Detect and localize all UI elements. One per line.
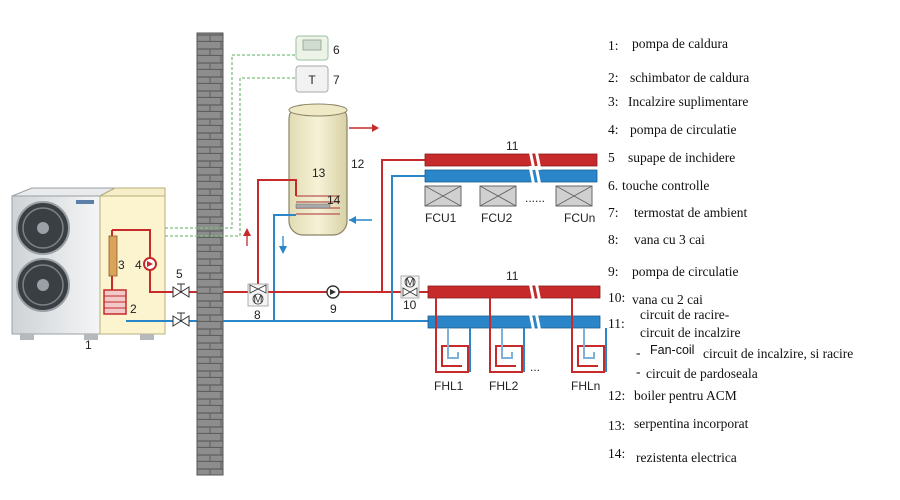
legend-num: 1: (608, 38, 619, 53)
three-way-valve: M (247, 283, 269, 307)
legend-text: vana cu 2 cai (632, 292, 703, 307)
backup-heater (108, 235, 118, 277)
legend-text: circuit de racire- (640, 307, 730, 322)
label-14: 14 (327, 193, 341, 207)
legend-num: 13: (608, 418, 626, 433)
legend-num: - (636, 345, 641, 360)
legend-num: 10: (608, 290, 626, 305)
label-10: 10 (403, 298, 417, 312)
label-9: 9 (330, 302, 337, 316)
lower-manifold (427, 281, 601, 333)
label-8: 8 (254, 308, 261, 322)
legend-num: 8: (608, 232, 619, 247)
legend-text: circuit de incalzire (640, 325, 741, 340)
legend-text: circuit de incalzire, si racire (703, 346, 854, 361)
legend-text: touche controlle (622, 178, 710, 193)
fhl-label-dots: ... (530, 360, 540, 374)
shutoff-valve-return (172, 312, 190, 327)
two-way-valve: M (400, 275, 420, 299)
legend-num: 9: (608, 264, 619, 279)
label-5: 5 (176, 267, 183, 281)
legend-num: 2: (608, 70, 619, 85)
label-1: 1 (85, 338, 92, 352)
label-7: 7 (333, 73, 340, 87)
control-wiring (165, 54, 296, 237)
legend-text: pompa de caldura (632, 36, 728, 51)
legend-text: supape de inchidere (628, 150, 736, 165)
fan-coil-units (424, 185, 593, 207)
label-2: 2 (130, 302, 137, 316)
thermostat-letter: T (308, 73, 316, 87)
fcu-label-dots: ...... (525, 191, 545, 205)
legend-num: 3: (608, 94, 619, 109)
fcu-label-n: FCUn (564, 211, 595, 225)
tank-electric-heater (295, 203, 331, 209)
tank-coil (296, 195, 340, 215)
fhl-label-n: FHLn (571, 379, 600, 393)
label-13: 13 (312, 166, 326, 180)
legend-text: vana cu 3 cai (634, 232, 705, 247)
label-3: 3 (118, 258, 125, 272)
legend-text: Fan-coil (650, 343, 695, 357)
legend-num: 7: (608, 205, 619, 220)
legend-num: 12: (608, 388, 626, 403)
valve8-m-letter: M (253, 294, 262, 306)
shutoff-valve-supply (172, 283, 190, 298)
legend-num: 6. (608, 178, 619, 193)
fhl-label-1: FHL1 (434, 379, 464, 393)
legend-num: 5 (608, 150, 615, 165)
fcu-label-1: FCU1 (425, 211, 457, 225)
legend-text: circuit de pardoseala (646, 366, 758, 381)
legend-num: - (636, 364, 641, 379)
legend-num: 11: (608, 316, 625, 331)
room-thermostat: T (295, 65, 329, 93)
valve10-m-letter: M (405, 277, 414, 289)
legend-text: boiler pentru ACM (634, 388, 737, 403)
label-4: 4 (135, 258, 142, 272)
legend-num: 4: (608, 122, 619, 137)
legend-text: Incalzire suplimentare (628, 94, 749, 109)
wired-controller (295, 35, 329, 61)
fhl-label-2: FHL2 (489, 379, 519, 393)
label-11-upper: 11 (506, 139, 519, 153)
label-6: 6 (333, 43, 340, 57)
heat-pump-unit (11, 187, 116, 340)
legend-text: termostat de ambient (634, 205, 748, 220)
label-11-lower: 11 (506, 269, 519, 283)
circulation-pump-9 (326, 285, 340, 299)
upper-manifold (424, 149, 598, 187)
legend-text: rezistenta electrica (636, 450, 737, 465)
legend-num: 14: (608, 446, 626, 461)
floor-heating-loops (435, 298, 607, 373)
legend-text: pompa de circulatie (632, 264, 739, 279)
legend-text: pompa de circulatie (630, 122, 737, 137)
label-12: 12 (351, 157, 365, 171)
legend-text: serpentina incorporat (634, 416, 749, 431)
fcu-label-2: FCU2 (481, 211, 513, 225)
legend-text: schimbator de caldura (630, 70, 750, 85)
brick-wall (196, 32, 224, 476)
